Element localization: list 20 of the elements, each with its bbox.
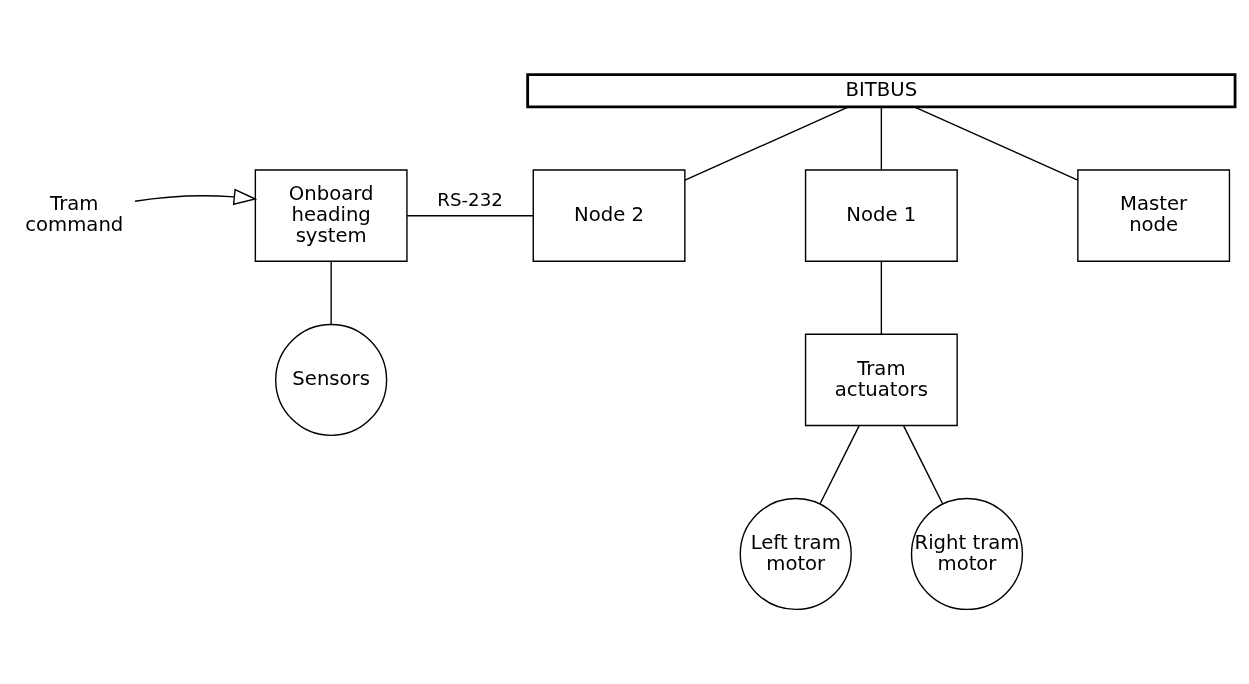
connector — [902, 425, 944, 505]
node-box: BITBUS — [526, 73, 1237, 109]
connector — [819, 425, 860, 505]
edge-label: RS-232 — [437, 189, 503, 211]
node-box: Onboard heading system — [254, 169, 408, 262]
connector — [406, 215, 534, 217]
connector — [880, 260, 883, 335]
connector — [684, 106, 849, 181]
node-box: Node 1 — [804, 169, 958, 262]
connector — [914, 106, 1079, 181]
node-box: Master node — [1077, 169, 1231, 262]
arrow — [134, 188, 258, 206]
node-text: Tram command — [25, 192, 124, 237]
node-circle: Right tram motor — [910, 497, 1024, 611]
node-circle: Sensors — [275, 323, 388, 437]
node-box: Node 2 — [532, 169, 686, 262]
connector — [330, 260, 332, 326]
node-circle: Left tram motor — [739, 497, 852, 611]
connector — [880, 106, 883, 171]
node-box: Tram actuators — [804, 333, 958, 427]
